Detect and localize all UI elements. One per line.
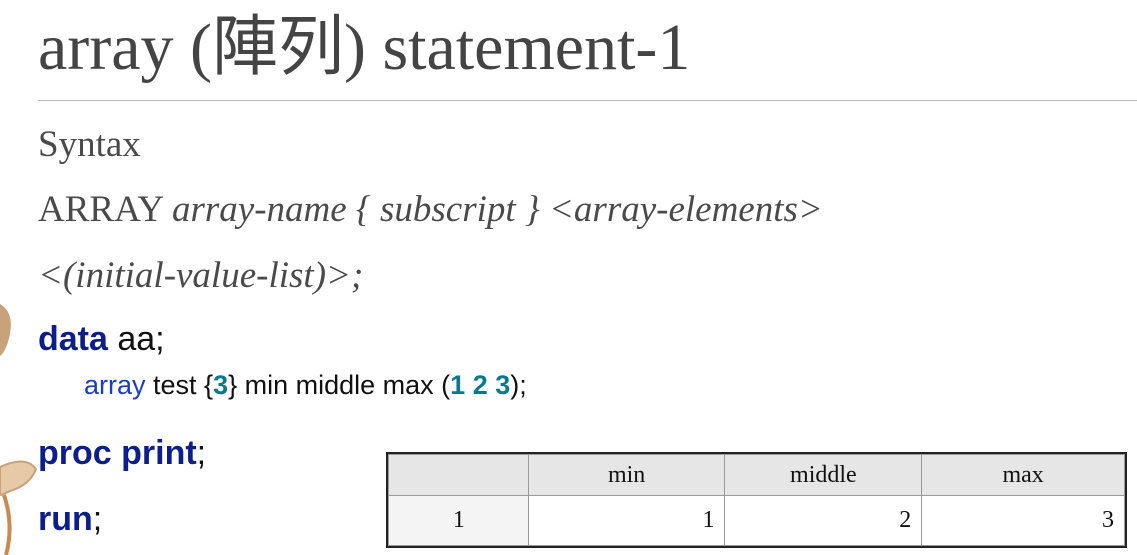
syntax-array-args: array-name { subscript } <array-elements… xyxy=(172,189,823,230)
code-keyword-run: run xyxy=(38,500,93,538)
code-text: } min middle max ( xyxy=(228,370,451,400)
table-header-obs xyxy=(388,454,529,496)
code-text: ; xyxy=(92,500,103,538)
table-row: 1 1 2 3 xyxy=(388,495,1125,546)
output-table: min middle max 1 1 2 3 xyxy=(386,452,1127,548)
syntax-line-2: <(initial-value-list)>; xyxy=(38,255,364,296)
table-cell-middle: 2 xyxy=(724,495,923,546)
leaf-decoration-icon xyxy=(0,304,11,356)
code-line-data: data aa; xyxy=(38,320,165,359)
code-text: aa; xyxy=(107,320,165,358)
slide-title: array (陣列) statement-1 xyxy=(38,11,691,84)
code-line-array: array test {3} min middle max (1 2 3); xyxy=(84,370,527,401)
syntax-label: Syntax xyxy=(38,124,141,165)
code-text: ; xyxy=(196,434,207,472)
leaf-decoration-icon xyxy=(0,460,38,555)
table-cell-obs: 1 xyxy=(388,495,529,546)
table-header-row: min middle max xyxy=(388,454,1125,496)
code-number: 3 xyxy=(213,370,229,400)
syntax-array-keyword: ARRAY xyxy=(38,189,163,230)
code-line-run: run; xyxy=(38,500,102,539)
table-header-min: min xyxy=(527,454,726,496)
code-keyword-array: array xyxy=(84,370,146,400)
code-keyword-proc-print: proc print xyxy=(38,434,197,472)
table-header-max: max xyxy=(921,454,1125,496)
syntax-line-1: ARRAY array-name { subscript } <array-el… xyxy=(38,188,823,231)
code-line-proc: proc print; xyxy=(38,434,206,473)
table-cell-min: 1 xyxy=(527,495,726,546)
table-header-middle: middle xyxy=(724,454,923,496)
code-text: ); xyxy=(510,370,527,400)
code-number: 1 2 3 xyxy=(450,370,511,400)
title-divider xyxy=(38,100,1137,101)
table-cell-max: 3 xyxy=(921,495,1125,546)
code-text: test { xyxy=(145,370,214,400)
code-keyword-data: data xyxy=(38,320,108,358)
